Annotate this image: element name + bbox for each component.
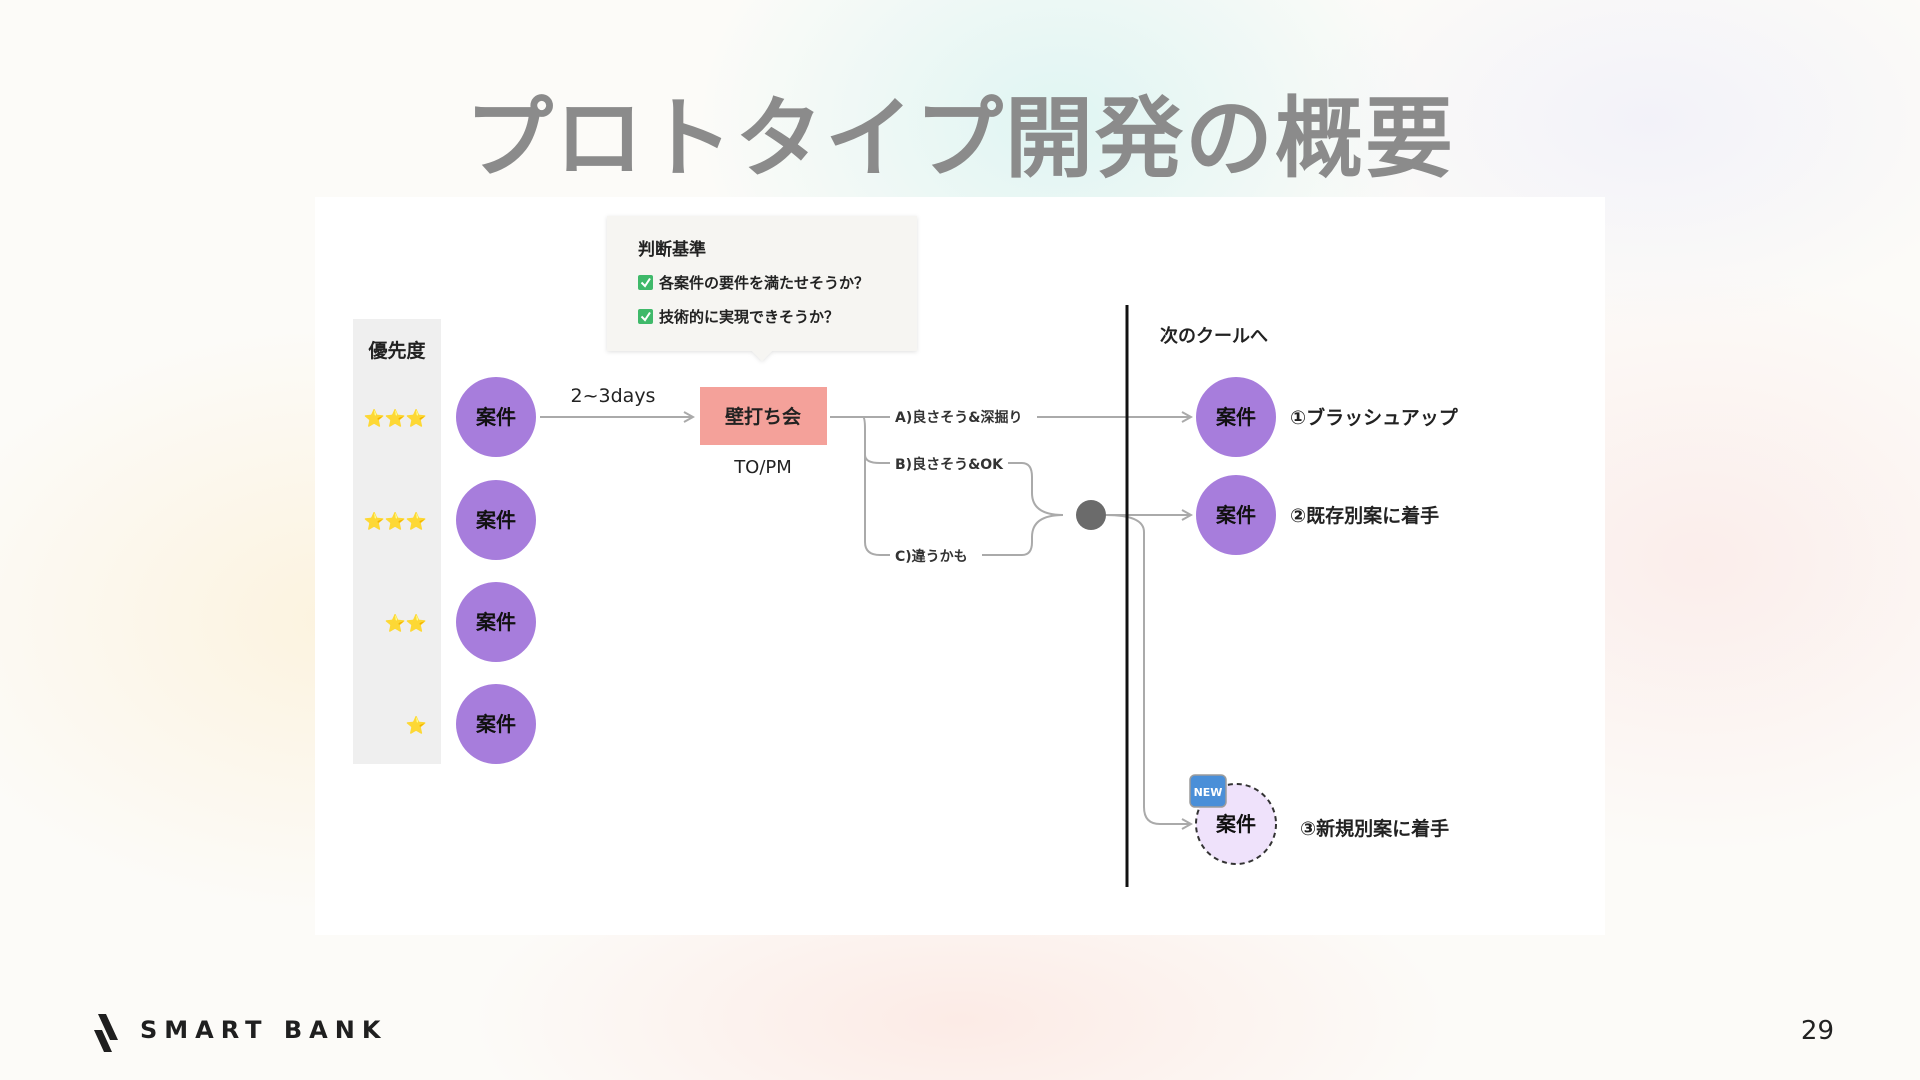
case-node-label: 案件: [1215, 812, 1256, 836]
criteria-item: 各案件の要件を満たせそうか？: [658, 274, 869, 292]
branch-a-label: A)良さそう&深掘り: [895, 409, 1022, 426]
case-node-label: 案件: [475, 712, 516, 736]
outcome-3-arrow: [1105, 514, 1191, 824]
case-node-label: 案件: [1215, 405, 1256, 429]
priority-column: [353, 319, 441, 764]
new-badge-icon: NEW: [1189, 774, 1227, 808]
page-number: 29: [1800, 1016, 1834, 1046]
case-node-label: 案件: [1215, 503, 1256, 527]
branch-b-label: B)良さそう&OK: [895, 456, 1004, 473]
outcome-label: ②既存別案に着手: [1290, 504, 1439, 527]
session-label: 壁打ち会: [725, 405, 801, 428]
new-badge-label: NEW: [1194, 786, 1223, 799]
page-title: プロトタイプ開発の概要: [464, 87, 1455, 190]
merge-dot: [1076, 500, 1106, 530]
outcome-case-node[interactable]: 案件: [1196, 377, 1276, 457]
check-box-icon: [638, 309, 653, 324]
next-cool-label: 次のクールへ: [1160, 325, 1268, 347]
diagram-panel: 優先度 ⭐⭐⭐ 案件 ⭐⭐⭐ 案件 ⭐⭐ 案件 ⭐ 案件 2~3days: [315, 197, 1605, 935]
outcome-label: ①ブラッシュアップ: [1290, 406, 1459, 429]
branch-b-merge: [1008, 462, 1064, 516]
flow-diagram: 優先度 ⭐⭐⭐ 案件 ⭐⭐⭐ 案件 ⭐⭐ 案件 ⭐ 案件 2~3days: [353, 216, 1459, 887]
case-node[interactable]: 案件: [456, 480, 536, 560]
outcome-case-node[interactable]: 案件: [1196, 475, 1276, 555]
branch-c-merge: [982, 514, 1064, 556]
session-box[interactable]: 壁打ち会: [700, 387, 827, 445]
case-node[interactable]: 案件: [456, 582, 536, 662]
session-owner: TO/PM: [733, 457, 792, 478]
duration-label: 2~3days: [571, 385, 656, 407]
smartbank-stripes-icon: [94, 1014, 118, 1052]
priority-stars: ⭐⭐: [385, 613, 427, 634]
criteria-title: 判断基準: [638, 239, 706, 260]
case-node-label: 案件: [475, 610, 516, 634]
priority-stars: ⭐: [406, 715, 427, 736]
priority-stars: ⭐⭐⭐: [363, 511, 427, 532]
case-node-label: 案件: [475, 508, 516, 532]
check-box-icon: [638, 275, 653, 290]
branch-c-label: C)違うかも: [895, 548, 968, 565]
outcome-label: ③新規別案に着手: [1300, 817, 1449, 840]
case-node[interactable]: 案件: [456, 377, 536, 457]
criteria-item: 技術的に実現できそうか？: [659, 308, 839, 326]
brand-name: SMART BANK: [140, 1016, 388, 1044]
branch-c-line: [864, 455, 890, 556]
priority-header: 優先度: [367, 339, 426, 362]
branch-trunk: [862, 416, 890, 464]
case-node[interactable]: 案件: [456, 684, 536, 764]
case-node-label: 案件: [475, 405, 516, 429]
criteria-callout: [607, 216, 917, 361]
priority-stars: ⭐⭐⭐: [363, 408, 427, 429]
